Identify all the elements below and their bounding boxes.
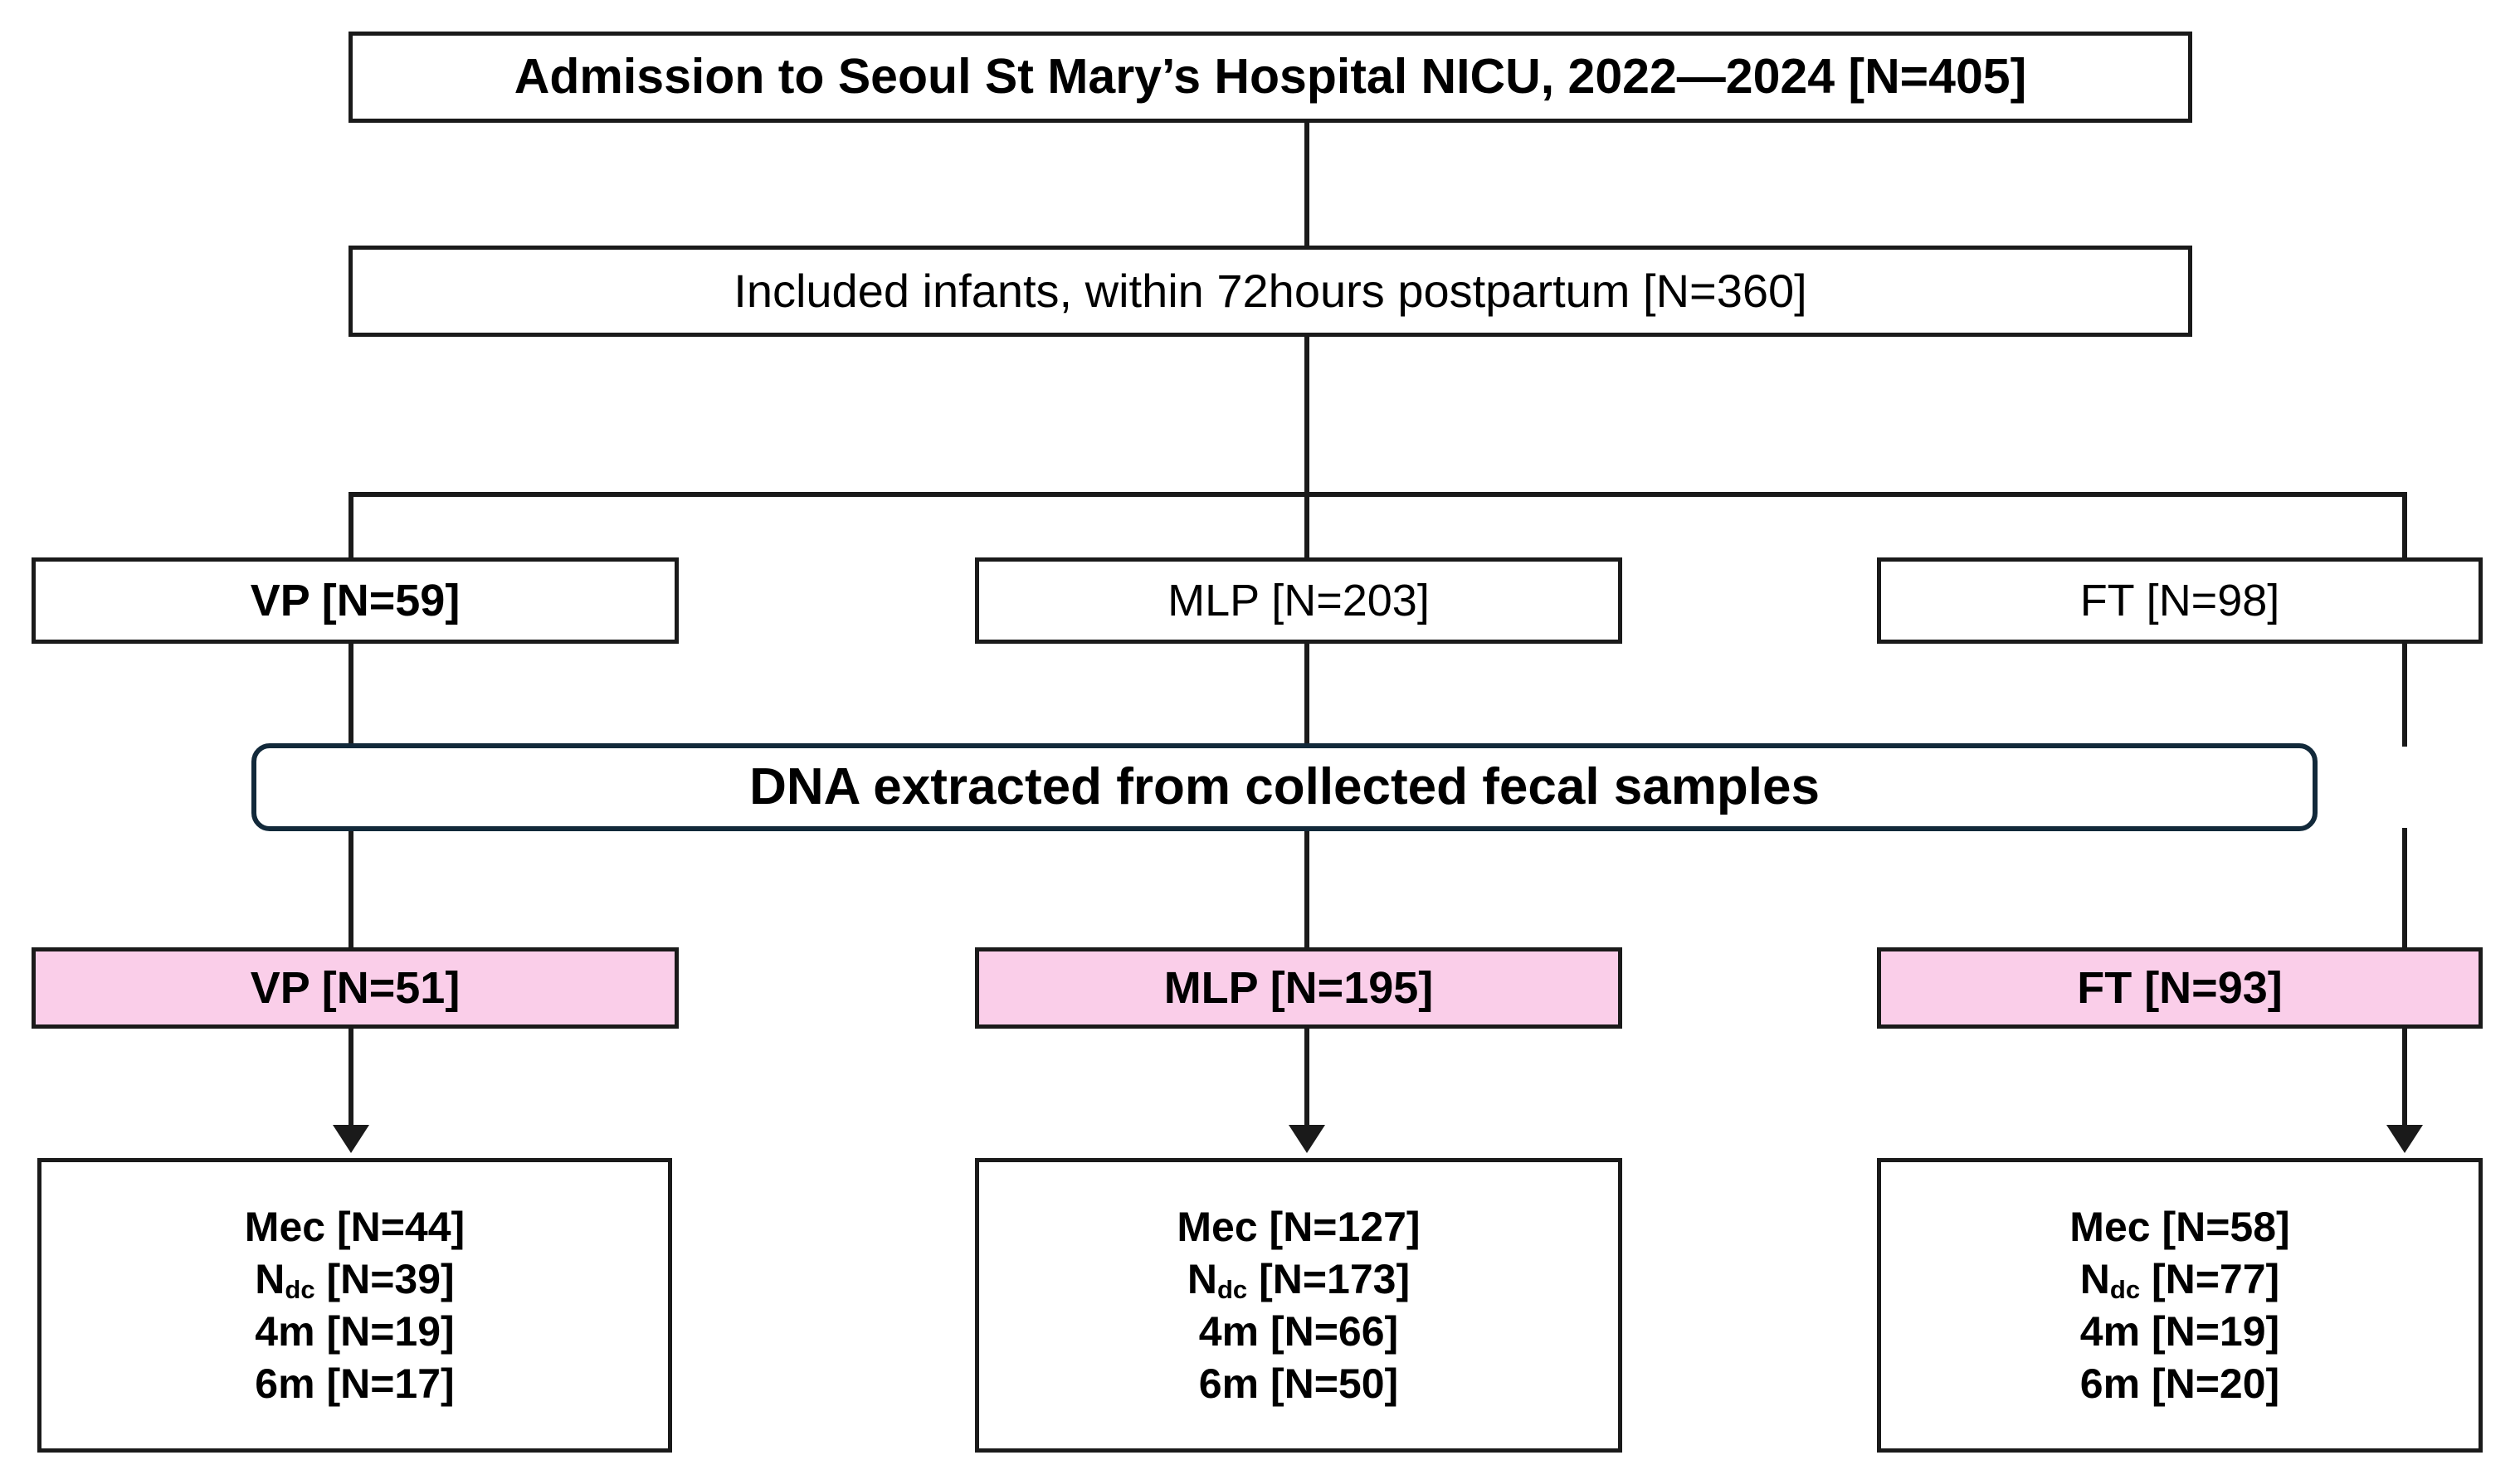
node-mlp-outcomes: Mec [N=127] Ndc [N=173]4m [N=66] 6m [N=50] (975, 1158, 1622, 1453)
outcome-subscript: dc (285, 1275, 315, 1305)
node-mlp-total-label: MLP [N=203] (1167, 575, 1430, 625)
connector-dna-to-mlp-pink (1304, 828, 1309, 951)
connector-ft-to-dna (2402, 642, 2407, 747)
outcome-line: 4m [N=19] (255, 1307, 455, 1355)
connector-vp-to-dna (349, 642, 353, 747)
outcome-line: 6m [N=17] (255, 1360, 455, 1407)
outcome-line: Ndc [N=39] (255, 1255, 455, 1305)
outcome-line: Ndc [N=77] (2079, 1255, 2280, 1305)
outcome-subscript: dc (2109, 1275, 2141, 1305)
node-ft-dna-label: FT [N=93] (2077, 962, 2283, 1013)
connector-dna-to-vp-pink (349, 828, 353, 951)
connector-branch-to-vp (349, 492, 353, 560)
connector-mlp-pink-to-outcomes (1304, 1029, 1309, 1130)
connector-mlp-to-dna (1304, 642, 1309, 747)
outcome-line: Mec [N=127] (1177, 1203, 1421, 1250)
node-admission: Admission to Seoul St Mary’s Hospital NI… (349, 32, 2192, 123)
arrowhead-down-icon-mlp (1289, 1125, 1325, 1153)
outcome-line: 4m [N=66] (1198, 1307, 1399, 1355)
node-included-infants: Included infants, within 72hours postpar… (349, 246, 2192, 337)
node-ft-total-label: FT [N=98] (2079, 575, 2280, 625)
outcome-list-mlp: Mec [N=127] Ndc [N=173]4m [N=66] 6m [N=50] (1177, 1202, 1420, 1409)
node-ft-outcomes: Mec [N=58] Ndc [N=77]4m [N=19] 6m [N=20] (1877, 1158, 2483, 1453)
connector-branch-to-ft (2402, 492, 2407, 560)
node-vp-outcomes: Mec [N=44] Ndc [N=39]4m [N=19] 6m [N=17] (37, 1158, 672, 1453)
outcome-line: 4m [N=19] (2079, 1307, 2280, 1355)
outcome-line: 6m [N=20] (2079, 1360, 2280, 1407)
outcome-line: Mec [N=44] (244, 1203, 465, 1250)
node-vp-total: VP [N=59] (32, 557, 679, 644)
connector-dna-to-ft-pink (2402, 828, 2407, 951)
connector-branch-to-mlp (1304, 492, 1309, 560)
node-mlp-dna-label: MLP [N=195] (1163, 962, 1434, 1013)
arrowhead-down-icon-vp (333, 1125, 369, 1153)
node-mlp-total: MLP [N=203] (975, 557, 1622, 644)
node-included-infants-label: Included infants, within 72hours postpar… (734, 264, 1807, 317)
node-admission-label: Admission to Seoul St Mary’s Hospital NI… (514, 49, 2027, 105)
outcome-line: Mec [N=58] (2069, 1203, 2290, 1250)
outcome-line: 6m [N=50] (1198, 1360, 1399, 1407)
node-ft-dna: FT [N=93] (1877, 947, 2483, 1029)
connector-vp-pink-to-outcomes (349, 1029, 353, 1130)
node-dna-extraction: DNA extracted from collected fecal sampl… (251, 743, 2318, 831)
connector-included-to-branch (1304, 337, 1309, 497)
connector-admission-to-included (1304, 123, 1309, 247)
outcome-line: Ndc [N=173] (1187, 1255, 1411, 1305)
arrowhead-down-icon-ft (2386, 1125, 2423, 1153)
node-ft-total: FT [N=98] (1877, 557, 2483, 644)
connector-ft-pink-to-outcomes (2402, 1029, 2407, 1130)
outcome-list-vp: Mec [N=44] Ndc [N=39]4m [N=19] 6m [N=17] (245, 1202, 465, 1409)
branch-bar-horizontal (349, 492, 2407, 497)
node-vp-dna-label: VP [N=51] (250, 962, 461, 1013)
node-vp-total-label: VP [N=59] (250, 575, 461, 625)
outcome-subscript: dc (1216, 1275, 1248, 1305)
node-mlp-dna: MLP [N=195] (975, 947, 1622, 1029)
node-vp-dna: VP [N=51] (32, 947, 679, 1029)
outcome-list-ft: Mec [N=58] Ndc [N=77]4m [N=19] 6m [N=20] (2069, 1202, 2289, 1409)
node-dna-extraction-label: DNA extracted from collected fecal sampl… (749, 758, 1820, 816)
